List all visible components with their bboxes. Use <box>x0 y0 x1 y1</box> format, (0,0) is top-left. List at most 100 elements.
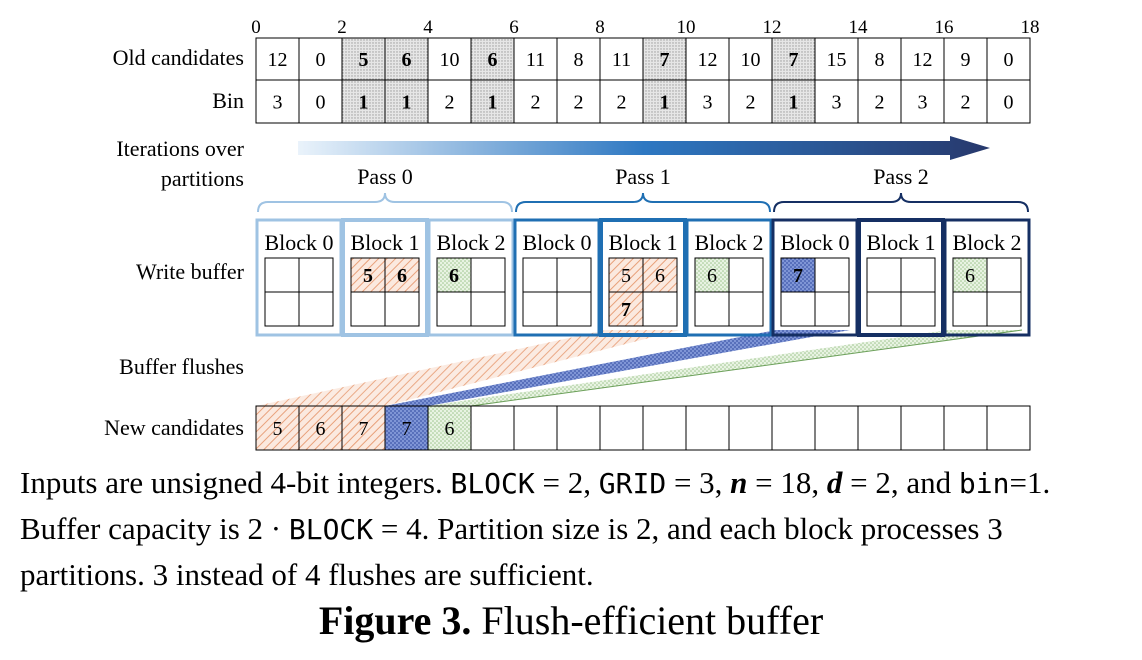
bin-cell <box>900 79 945 124</box>
axis-tick-label: 0 <box>251 17 261 38</box>
buffer-cell <box>384 257 420 293</box>
bin-cell <box>685 79 730 124</box>
new-candidate-cell <box>642 405 687 451</box>
new-candidate-cell <box>814 405 859 451</box>
buffer-cell <box>694 291 730 327</box>
buffer-cell-value: 5 <box>621 265 631 287</box>
buffer-cell <box>986 291 1022 327</box>
caption-part: = 2, <box>534 465 599 500</box>
bin-cell-value: 0 <box>316 92 326 114</box>
bin-cell <box>513 79 558 124</box>
buffer-cell <box>556 291 592 327</box>
buffer-cell <box>298 257 334 293</box>
old-candidate-cell <box>943 37 988 81</box>
block-label: Block 1 <box>350 230 419 255</box>
buffer-cell-value: 6 <box>965 265 975 287</box>
buffer-cell <box>986 257 1022 293</box>
buffer-cell <box>642 257 678 293</box>
buffer-flushes-label: Buffer flushes <box>119 354 244 379</box>
grid-code: GRID <box>598 467 667 500</box>
old-candidate-cell <box>642 37 687 81</box>
pass-brace <box>773 192 1029 213</box>
new-candidate-cell <box>685 405 730 451</box>
block-frame <box>685 218 773 337</box>
block-label: Block 1 <box>866 230 935 255</box>
bin-cell <box>599 79 644 124</box>
bin-cell-value: 1 <box>488 92 498 114</box>
write-buffer-label: Write buffer <box>136 259 245 284</box>
block-frame <box>943 218 1031 337</box>
buffer-cell <box>814 257 850 293</box>
buffer-cell <box>608 291 644 327</box>
block-label: Block 2 <box>436 230 505 255</box>
new-candidates-label: New candidates <box>104 415 244 440</box>
new-candidate-cell <box>556 405 601 451</box>
buffer-cell <box>556 257 592 293</box>
buffer-cell <box>866 257 902 293</box>
caption-part: = 4. Partition size is 2, and each block… <box>20 511 1003 592</box>
bin-cell-value: 1 <box>359 92 369 114</box>
buffer-cell <box>900 291 936 327</box>
buffer-cell <box>952 291 988 327</box>
bin-cell-value: 1 <box>789 92 799 114</box>
bin-cell-value: 1 <box>402 92 412 114</box>
old-candidate-cell-value: 7 <box>660 49 670 71</box>
axis-tick-label: 8 <box>595 17 605 38</box>
new-candidate-cell <box>900 405 945 451</box>
new-candidate-cell <box>728 405 773 451</box>
axis-tick-label: 2 <box>337 17 347 38</box>
buffer-cell <box>522 291 558 327</box>
bin-cell-value: 0 <box>1004 92 1014 114</box>
iterations-arrow-shape <box>298 136 990 160</box>
axis-tick-label: 6 <box>509 17 519 38</box>
buffer-cell <box>780 257 816 293</box>
flush-band-blue <box>385 330 850 406</box>
buffer-cell-value: 6 <box>655 265 665 287</box>
d-variable: d <box>826 465 843 500</box>
axis-tick-label: 14 <box>849 17 869 38</box>
flush-band-green-edge <box>470 329 1023 407</box>
caption-part: =1. Buffer capacity is 2 · <box>20 465 1051 546</box>
bin-cell-value: 3 <box>703 92 713 114</box>
old-candidate-cell-value: 9 <box>961 49 971 71</box>
old-candidate-cell <box>298 37 343 81</box>
block-label: Block 2 <box>952 230 1021 255</box>
buffer-cell <box>522 257 558 293</box>
new-candidate-cell <box>986 405 1031 451</box>
new-candidate-cell <box>470 405 515 451</box>
bin-cell-value: 2 <box>746 92 756 114</box>
new-candidate-value: 7 <box>359 418 369 440</box>
pass-label: Pass 2 <box>873 164 929 189</box>
buffer-flush-bands <box>256 329 1023 407</box>
new-candidate-cell <box>857 405 902 451</box>
old-candidate-cell-value: 11 <box>612 49 631 71</box>
old-candidate-cell <box>556 37 601 81</box>
new-candidate-value: 7 <box>402 418 412 440</box>
buffer-cell <box>350 291 386 327</box>
bin-cell-value: 3 <box>918 92 928 114</box>
old-candidate-cell-value: 10 <box>741 49 761 71</box>
old-candidate-cell-value: 0 <box>1004 49 1014 71</box>
buffer-cell <box>436 291 472 327</box>
block-label: Block 0 <box>264 230 333 255</box>
new-candidate-cell <box>384 405 429 451</box>
bin-cell-value: 3 <box>832 92 842 114</box>
block-label: Block 0 <box>522 230 591 255</box>
pass-brace <box>515 192 771 213</box>
new-candidate-cell <box>341 405 386 451</box>
old-candidate-cell <box>986 37 1031 81</box>
bin-cell <box>642 79 687 124</box>
iterations-label-line2: partitions <box>161 166 244 191</box>
bin-cell <box>943 79 988 124</box>
block-frame <box>427 218 515 337</box>
axis-tick-label: 16 <box>935 17 954 38</box>
buffer-cell <box>298 291 334 327</box>
buffer-cell <box>384 291 420 327</box>
buffer-cell <box>952 257 988 293</box>
buffer-cell <box>728 291 764 327</box>
